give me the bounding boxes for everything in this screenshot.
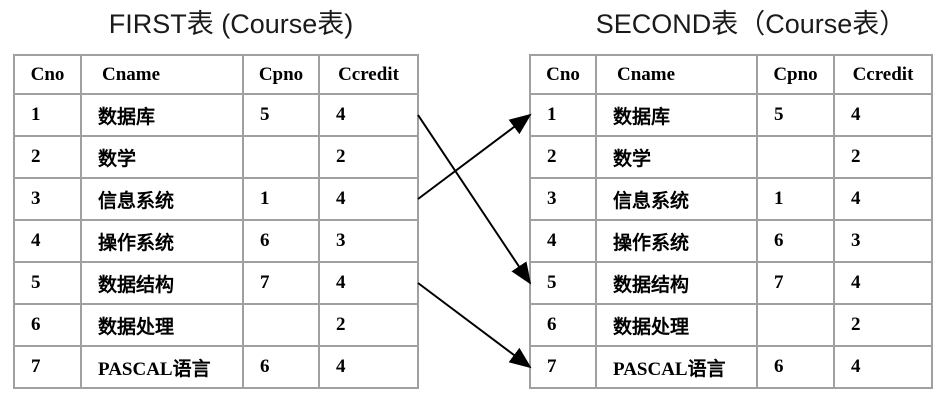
- table-cell: 1: [756, 177, 835, 221]
- column-header-cname: Cname: [595, 54, 758, 95]
- table-cell: 数据处理: [80, 303, 244, 347]
- table-cell: 2: [13, 135, 82, 179]
- table-cell: 4: [833, 345, 933, 389]
- second-table-title: SECOND表（Course表）: [595, 9, 907, 39]
- table-cell: 数学: [595, 135, 758, 179]
- table-cell: 2: [318, 303, 419, 347]
- table-cell: 数据库: [80, 93, 244, 137]
- table-cell: 数据库: [595, 93, 758, 137]
- table-cell: 7: [242, 261, 320, 305]
- table-cell: 数学: [80, 135, 244, 179]
- column-header-cpno: Cpno: [756, 54, 835, 95]
- first-table-title: FIRST表 (Course表): [108, 9, 354, 39]
- table-cell: 3: [833, 219, 933, 263]
- table-cell: 2: [833, 135, 933, 179]
- table-cell: 5: [13, 261, 82, 305]
- column-header-cpno: Cpno: [242, 54, 320, 95]
- table-cell: 数据结构: [80, 261, 244, 305]
- table-cell: 4: [318, 177, 419, 221]
- table-cell: 4: [318, 261, 419, 305]
- table-cell: 4: [318, 93, 419, 137]
- fk-arrow: [417, 113, 532, 200]
- table-cell: 4: [833, 261, 933, 305]
- table-cell: 6: [13, 303, 82, 347]
- table-cell: 数据处理: [595, 303, 758, 347]
- table-cell: [756, 135, 835, 179]
- table-cell: 3: [318, 219, 419, 263]
- column-header-ccredit: Ccredit: [318, 54, 419, 95]
- table-cell: 1: [529, 93, 597, 137]
- table-cell: [242, 135, 320, 179]
- table-cell: 4: [13, 219, 82, 263]
- table-cell: 6: [756, 219, 835, 263]
- column-header-ccredit: Ccredit: [833, 54, 933, 95]
- table-cell: 3: [529, 177, 597, 221]
- table-cell: 2: [833, 303, 933, 347]
- column-header-cno: Cno: [13, 54, 82, 95]
- table-cell: 5: [242, 93, 320, 137]
- table-cell: 2: [529, 135, 597, 179]
- table-cell: 2: [318, 135, 419, 179]
- table-cell: PASCAL语言: [595, 345, 758, 389]
- table-cell: [756, 303, 835, 347]
- table-cell: 4: [833, 93, 933, 137]
- table-cell: [242, 303, 320, 347]
- table-cell: 7: [13, 345, 82, 389]
- table-cell: 1: [242, 177, 320, 221]
- table-cell: 4: [833, 177, 933, 221]
- table-cell: 6: [242, 345, 320, 389]
- table-cell: 6: [756, 345, 835, 389]
- table-cell: 6: [242, 219, 320, 263]
- table-cell: 1: [13, 93, 82, 137]
- column-header-cname: Cname: [80, 54, 244, 95]
- table-cell: 操作系统: [80, 219, 244, 263]
- table-cell: 7: [756, 261, 835, 305]
- table-cell: 信息系统: [80, 177, 244, 221]
- table-cell: 数据结构: [595, 261, 758, 305]
- table-cell: 操作系统: [595, 219, 758, 263]
- table-cell: 4: [529, 219, 597, 263]
- table-cell: 5: [529, 261, 597, 305]
- table-cell: 3: [13, 177, 82, 221]
- table-cell: 5: [756, 93, 835, 137]
- fk-arrow: [417, 282, 532, 369]
- table-cell: 7: [529, 345, 597, 389]
- column-header-cno: Cno: [529, 54, 597, 95]
- table-cell: 6: [529, 303, 597, 347]
- table-cell: 4: [318, 345, 419, 389]
- table-cell: 信息系统: [595, 177, 758, 221]
- table-cell: PASCAL语言: [80, 345, 244, 389]
- fk-arrow: [417, 114, 532, 285]
